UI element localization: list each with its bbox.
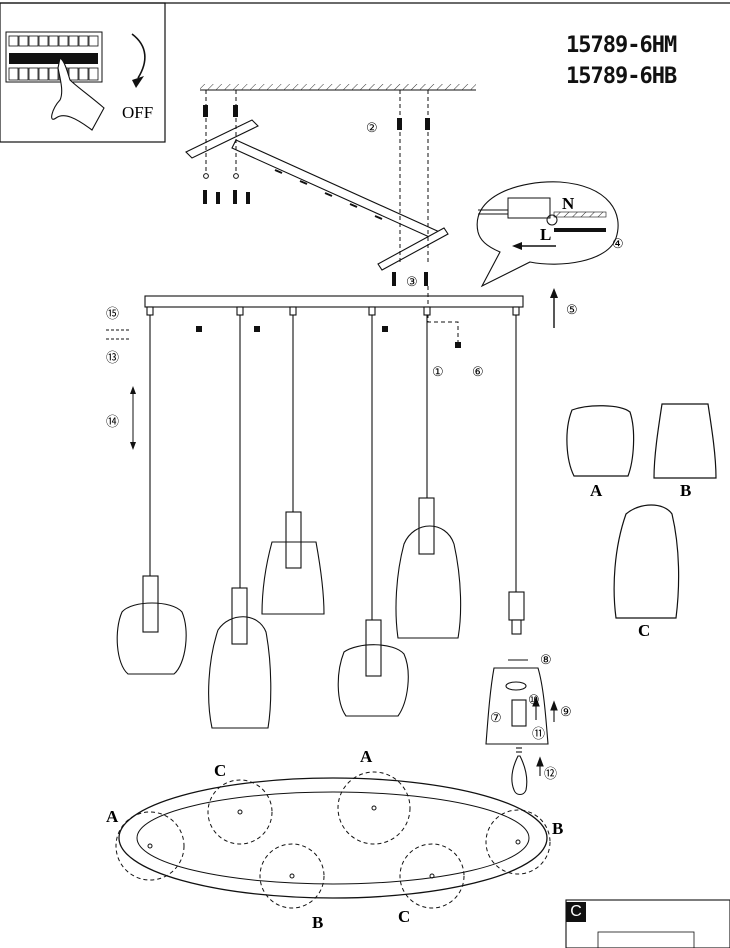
shade-label-b: B bbox=[680, 481, 691, 500]
layout-label-c-bottom: C bbox=[398, 907, 410, 926]
step-2: ② bbox=[366, 120, 378, 135]
layout-label-b-bottom: B bbox=[312, 913, 323, 932]
wire-label-neutral: N bbox=[562, 194, 575, 213]
step-12: ⑫ bbox=[544, 766, 557, 781]
shade-label-a: A bbox=[590, 481, 603, 500]
step-13: ⑬ bbox=[106, 350, 119, 365]
layout-plan bbox=[115, 771, 551, 909]
wire-label-live: L bbox=[540, 225, 551, 244]
step-8: ⑧ bbox=[540, 652, 552, 667]
step-15: ⑮ bbox=[106, 306, 119, 321]
step-9: ⑨ bbox=[560, 704, 572, 719]
off-label: OFF bbox=[122, 103, 153, 122]
model-number-hb: 15789-6HB bbox=[566, 64, 677, 89]
step-4: ④ bbox=[612, 236, 624, 251]
shade-label-c: C bbox=[638, 621, 650, 640]
pendant-lamps bbox=[116, 306, 525, 729]
step-5: ⑤ bbox=[566, 302, 578, 317]
lamp-holder-detail bbox=[485, 659, 558, 796]
step-3: ③ bbox=[406, 274, 418, 289]
step-1: ① bbox=[432, 364, 444, 379]
canopy-bar bbox=[144, 295, 524, 308]
step-11: ⑪ bbox=[532, 726, 545, 741]
wiring-callout bbox=[476, 181, 619, 288]
hand-icon bbox=[51, 57, 105, 131]
model-number-hm: 15789-6HM bbox=[566, 33, 677, 58]
layout-label-c-top: C bbox=[214, 761, 226, 780]
curved-arrow-icon bbox=[131, 33, 146, 79]
c-badge: C bbox=[566, 902, 586, 922]
step-6: ⑥ bbox=[472, 364, 484, 379]
breaker-panel bbox=[0, 2, 166, 143]
step-14: ⑭ bbox=[106, 414, 119, 429]
layout-label-a-top: A bbox=[360, 747, 373, 766]
step-7: ⑦ bbox=[490, 710, 502, 725]
layout-label-a-left: A bbox=[106, 807, 119, 826]
layout-label-b-right: B bbox=[552, 819, 563, 838]
mounting-bracket bbox=[185, 90, 449, 286]
step-10: ⑩ bbox=[528, 692, 540, 707]
shade-catalog bbox=[566, 403, 717, 619]
